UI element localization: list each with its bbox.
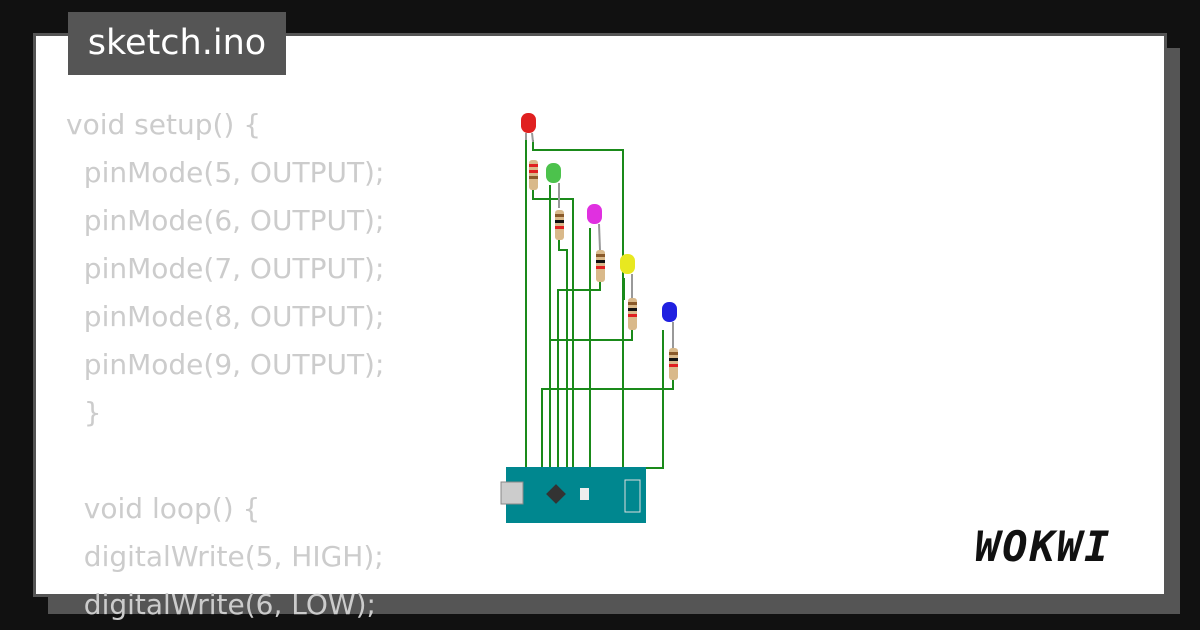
usb-port: [500, 481, 524, 505]
wire: [557, 282, 601, 470]
wire: [532, 140, 624, 520]
resistor: [596, 250, 605, 282]
resistor: [555, 210, 564, 240]
led-magenta: [587, 204, 602, 251]
led-green: [546, 163, 561, 208]
code-line: }: [66, 396, 102, 429]
code-line: void loop() {: [66, 492, 261, 525]
wire: [541, 380, 674, 470]
wire: [558, 240, 568, 470]
led-yellow: [620, 254, 635, 298]
wire: [550, 330, 633, 341]
resistor: [529, 160, 538, 190]
code-line: void setup() {: [66, 108, 262, 141]
arduino-nano: [500, 467, 646, 523]
code-line: pinMode(5, OUTPUT);: [66, 156, 385, 189]
code-line: digitalWrite(5, HIGH);: [66, 540, 384, 573]
code-line: pinMode(6, OUTPUT);: [66, 204, 385, 237]
code-line: pinMode(9, OUTPUT);: [66, 348, 385, 381]
wire: [532, 190, 574, 470]
led-red: [521, 113, 536, 143]
leds: [521, 113, 677, 348]
code-line: digitalWrite(6, LOW);: [66, 588, 376, 621]
code-line: pinMode(7, OUTPUT);: [66, 252, 385, 285]
code-line: pinMode(8, OUTPUT);: [66, 300, 385, 333]
chip: [546, 484, 566, 504]
resistors: [529, 160, 678, 380]
wokwi-logo: WOKWI: [975, 522, 1112, 571]
led-blue: [662, 302, 677, 348]
file-title: sketch.ino: [68, 12, 286, 75]
resistor: [669, 348, 678, 380]
wires: [525, 137, 674, 520]
resistor: [628, 298, 637, 330]
